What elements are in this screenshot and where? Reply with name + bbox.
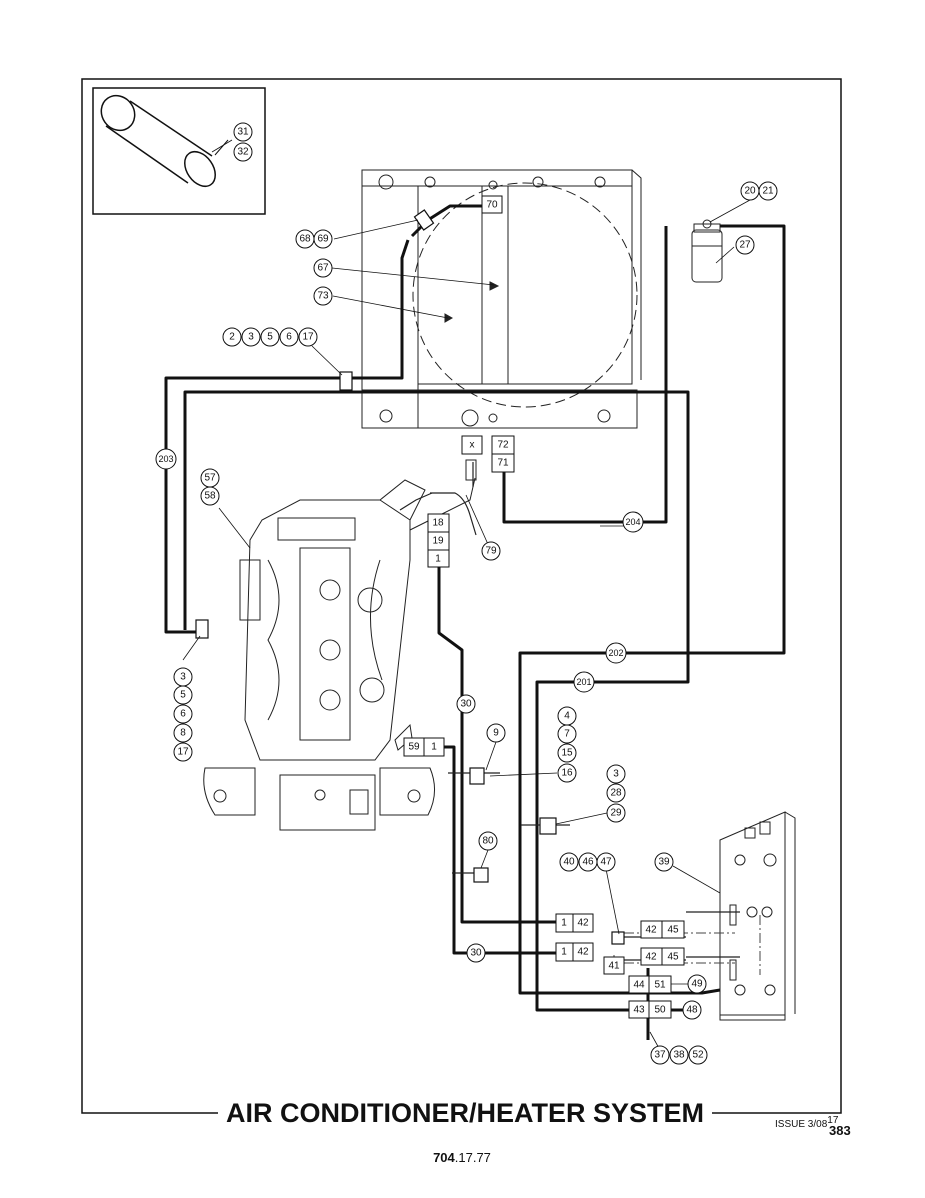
callout-1: 1 <box>561 947 567 958</box>
callout-51: 51 <box>654 980 666 991</box>
callout-3: 3 <box>248 332 254 343</box>
callout-201: 201 <box>576 677 591 687</box>
callout-5: 5 <box>180 690 186 701</box>
callout-80: 80 <box>482 836 494 847</box>
callout-42: 42 <box>577 947 589 958</box>
callout-28: 28 <box>610 788 622 799</box>
callout-73: 73 <box>317 291 329 302</box>
callout-5: 5 <box>267 332 273 343</box>
callout-46: 46 <box>582 857 594 868</box>
callout-70: 70 <box>486 200 498 211</box>
callout-17: 17 <box>302 332 314 343</box>
issue-date: ISSUE 3/0817 <box>775 1115 839 1130</box>
callout-27: 27 <box>739 240 751 251</box>
callout-204: 204 <box>625 517 640 527</box>
inset-hose-detail <box>92 87 266 215</box>
callout-16: 16 <box>561 768 573 779</box>
callout-71: 71 <box>497 458 509 469</box>
callout-20: 20 <box>744 186 756 197</box>
callout-32: 32 <box>237 147 249 158</box>
callout-6: 6 <box>286 332 292 343</box>
callout-52: 52 <box>692 1050 704 1061</box>
page-frame <box>81 78 842 1114</box>
callout-58: 58 <box>204 491 216 502</box>
callout-57: 57 <box>204 473 216 484</box>
issue-label: ISSUE 3/08 <box>775 1119 828 1130</box>
callout-48: 48 <box>686 1005 698 1016</box>
clamps <box>195 209 625 945</box>
callout-44: 44 <box>633 980 645 991</box>
callout-x: x <box>470 440 475 451</box>
callout-15: 15 <box>561 748 573 759</box>
callout-45: 45 <box>667 952 679 963</box>
hose-lines <box>164 204 786 1040</box>
callout-17: 17 <box>177 747 189 758</box>
callout-29: 29 <box>610 808 622 819</box>
callout-43: 43 <box>633 1005 645 1016</box>
callout-3: 3 <box>180 672 186 683</box>
callout-18: 18 <box>432 518 444 529</box>
callout-49: 49 <box>691 979 703 990</box>
callout-4: 4 <box>564 711 570 722</box>
callout-42: 42 <box>645 952 657 963</box>
callout-30: 30 <box>470 948 482 959</box>
callout-67: 67 <box>317 263 329 274</box>
callout-42: 42 <box>645 925 657 936</box>
callout-9: 9 <box>493 728 499 739</box>
callout-21: 21 <box>762 186 774 197</box>
callout-50: 50 <box>654 1005 666 1016</box>
condenser-assembly <box>361 169 642 429</box>
callout-79: 79 <box>485 546 497 557</box>
receiver-dryer <box>691 219 723 283</box>
callout-30: 30 <box>460 699 472 710</box>
callout-202: 202 <box>608 648 623 658</box>
document-number-rest: .17.77 <box>455 1150 491 1165</box>
callout-45: 45 <box>667 925 679 936</box>
callout-1: 1 <box>431 742 437 753</box>
callout-circles: 31 32 20 21 27 68 69 67 73 70 2 3 5 6 17… <box>155 122 778 1065</box>
page-number: 383 <box>829 1123 851 1138</box>
callout-1: 1 <box>435 554 441 565</box>
heater-unit <box>719 811 796 1021</box>
callout-68: 68 <box>299 234 311 245</box>
callout-2: 2 <box>229 332 235 343</box>
callout-72: 72 <box>497 440 509 451</box>
callout-8: 8 <box>180 728 186 739</box>
callout-37: 37 <box>654 1050 666 1061</box>
callout-7: 7 <box>564 729 570 740</box>
callout-19: 19 <box>432 536 444 547</box>
callout-40: 40 <box>563 857 575 868</box>
callout-47: 47 <box>600 857 612 868</box>
callout-203: 203 <box>158 454 173 464</box>
callout-6: 6 <box>180 709 186 720</box>
callout-3: 3 <box>613 769 619 780</box>
callout-31: 31 <box>237 127 249 138</box>
callout-42: 42 <box>577 918 589 929</box>
callout-39: 39 <box>658 857 670 868</box>
document-number: 704.17.77 <box>433 1150 491 1165</box>
diagram-title: AIR CONDITIONER/HEATER SYSTEM <box>226 1098 704 1128</box>
callout-38: 38 <box>673 1050 685 1061</box>
callout-69: 69 <box>317 234 329 245</box>
callout-41: 41 <box>608 961 620 972</box>
engine-assembly <box>203 459 477 831</box>
callout-1: 1 <box>561 918 567 929</box>
issue-suffix: 17 <box>827 1115 839 1126</box>
callout-59: 59 <box>408 742 420 753</box>
document-number-bold: 704 <box>433 1150 455 1165</box>
